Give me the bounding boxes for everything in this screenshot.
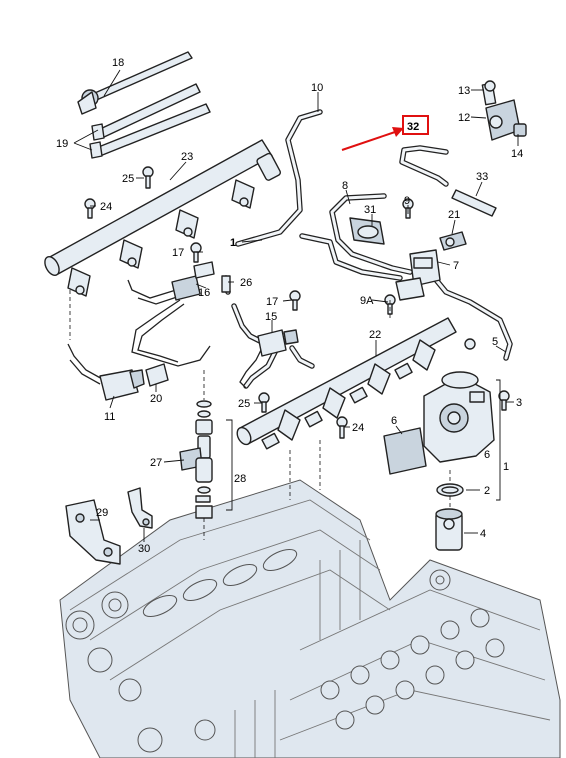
part-labels: 18 19 23 25 24 10 32 13 12 14 33 8 9 31 … bbox=[56, 57, 523, 555]
label-33: 33 bbox=[476, 171, 488, 183]
label-14: 14 bbox=[511, 148, 523, 160]
assembly-lines bbox=[69, 290, 451, 540]
label-28: 28 bbox=[234, 473, 246, 485]
label-5: 5 bbox=[492, 336, 498, 348]
label-9: 9 bbox=[404, 195, 410, 207]
label-2: 2 bbox=[484, 485, 490, 497]
sensor-21 bbox=[439, 231, 467, 251]
label-9a: 9A bbox=[360, 295, 374, 307]
label-25: 25 bbox=[122, 173, 134, 185]
bracket-9a bbox=[395, 277, 425, 301]
connector-16 bbox=[171, 261, 215, 301]
label-31: 31 bbox=[364, 204, 376, 216]
label-6b: 6 bbox=[484, 449, 490, 461]
label-27: 27 bbox=[150, 457, 162, 469]
label-8: 8 bbox=[342, 180, 348, 192]
injector-27 bbox=[179, 400, 213, 519]
label-4: 4 bbox=[480, 528, 486, 540]
roller-tappet-4 bbox=[435, 508, 463, 551]
label-16: 16 bbox=[198, 287, 210, 299]
label-26: 26 bbox=[240, 277, 252, 289]
label-24b: 24 bbox=[352, 422, 364, 434]
highlight-part-32 bbox=[341, 115, 429, 151]
wiring bbox=[67, 279, 265, 389]
bracket-31 bbox=[349, 217, 385, 245]
fuel-rail-right bbox=[236, 317, 457, 450]
label-11: 11 bbox=[104, 411, 115, 423]
label-30: 30 bbox=[138, 543, 150, 555]
pressure-sensor-12 bbox=[481, 82, 527, 141]
label-22: 22 bbox=[369, 329, 381, 341]
label-32: 32 bbox=[407, 121, 419, 133]
bracket-29 bbox=[65, 499, 121, 565]
connector-15 bbox=[257, 329, 299, 357]
label-12: 12 bbox=[458, 112, 470, 124]
cable-ties bbox=[77, 51, 211, 159]
label-21: 21 bbox=[448, 209, 460, 221]
junction-7 bbox=[409, 249, 441, 287]
bolts bbox=[84, 80, 510, 439]
sleeve-33 bbox=[451, 189, 497, 217]
label-13: 13 bbox=[458, 85, 470, 97]
label-6: 6 bbox=[391, 415, 397, 427]
leader-lines bbox=[73, 69, 519, 542]
connector-20 bbox=[145, 363, 169, 387]
sensor-11 bbox=[99, 369, 145, 401]
label-17b: 17 bbox=[266, 296, 278, 308]
label-1b: 1 bbox=[503, 461, 509, 473]
label-3: 3 bbox=[516, 397, 522, 409]
high-pressure-pump bbox=[383, 371, 495, 475]
label-17: 17 bbox=[172, 247, 184, 259]
fuel-rail-left bbox=[44, 139, 282, 297]
label-19: 19 bbox=[56, 138, 68, 150]
label-29: 29 bbox=[96, 507, 108, 519]
label-15: 15 bbox=[265, 311, 277, 323]
label-25b: 25 bbox=[238, 398, 250, 410]
label-18: 18 bbox=[112, 57, 124, 69]
label-7: 7 bbox=[453, 260, 459, 272]
fuel-lines bbox=[223, 109, 513, 389]
label-1: 1 bbox=[230, 237, 236, 249]
label-10: 10 bbox=[311, 82, 323, 94]
clip-30 bbox=[127, 487, 153, 529]
label-24: 24 bbox=[100, 201, 112, 213]
label-23: 23 bbox=[181, 151, 193, 163]
engine-block bbox=[59, 479, 561, 758]
label-20: 20 bbox=[150, 393, 162, 405]
